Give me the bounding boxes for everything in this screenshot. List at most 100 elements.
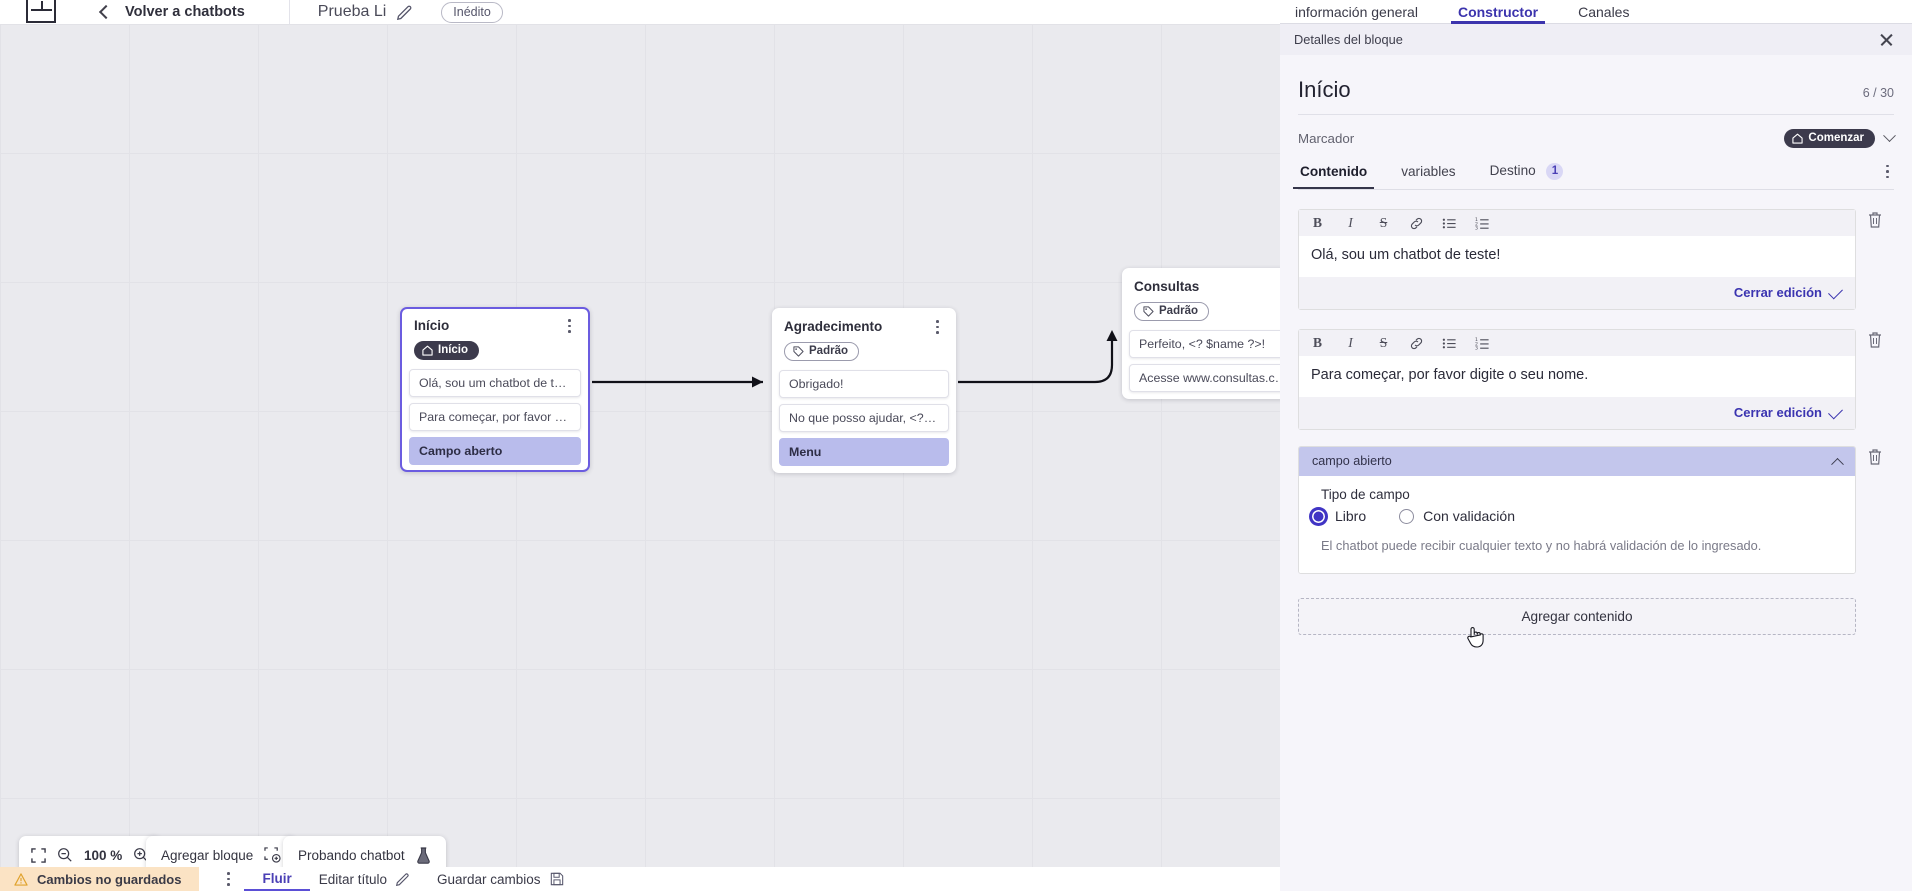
flow-node-inicio[interactable]: Início Início Olá, sou um chatbot de tes…: [400, 307, 590, 472]
fit-screen-icon[interactable]: [31, 847, 46, 863]
panel-tabs: información general Constructor Canales: [1280, 0, 1912, 24]
node-row[interactable]: Acesse www.consultas.com par...: [1129, 363, 1303, 392]
rich-text-editor[interactable]: B I S 1 2: [1298, 329, 1856, 431]
back-chevron-icon[interactable]: [98, 4, 114, 20]
status-more-options-icon[interactable]: [221, 871, 235, 887]
strikethrough-button[interactable]: S: [1379, 335, 1388, 351]
field-help-text: El chatbot puede recibir cualquier texto…: [1321, 538, 1762, 554]
tab-fluir[interactable]: Fluir: [244, 871, 311, 891]
save-changes-button[interactable]: Guardar cambios: [437, 872, 564, 887]
trash-icon[interactable]: [1867, 448, 1883, 466]
rich-text-editor[interactable]: B I S 1 2: [1298, 209, 1856, 311]
bold-button[interactable]: B: [1312, 215, 1322, 230]
add-block-icon: [264, 847, 281, 863]
tab-destino-label: Destino: [1489, 163, 1536, 178]
content-tabs: Contenido variables Destino 1: [1292, 160, 1894, 190]
radio-con-validacion-label: Con validación: [1423, 508, 1515, 525]
pencil-icon[interactable]: [397, 4, 413, 20]
unsaved-changes-indicator: Cambios no guardados: [0, 867, 200, 891]
node-tag-default[interactable]: Padrão: [784, 342, 859, 361]
marker-value-group: Comenzar: [1784, 129, 1896, 148]
check-icon: [1829, 409, 1842, 417]
node-row[interactable]: No que posso ajudar, <? $name ...: [779, 403, 949, 432]
message-card: B I S 1 2: [1298, 329, 1894, 431]
close-edit-button[interactable]: Cerrar edición: [1733, 405, 1822, 421]
svg-text:3: 3: [1475, 345, 1478, 350]
edit-title-button[interactable]: Editar título: [319, 872, 410, 887]
tab-destino[interactable]: Destino 1: [1488, 163, 1566, 189]
message-card: B I S 1 2: [1298, 209, 1894, 311]
tab-variables[interactable]: variables: [1399, 164, 1457, 188]
node-tag-start[interactable]: Início: [414, 341, 480, 360]
content-more-options-icon[interactable]: [1880, 164, 1894, 180]
tab-fluir-label: Fluir: [262, 871, 292, 886]
zoom-out-icon[interactable]: [57, 847, 73, 863]
character-counter: 6 / 30: [1862, 86, 1894, 100]
node-row[interactable]: Olá, sou um chatbot de teste!: [409, 368, 581, 397]
close-icon[interactable]: [1879, 32, 1894, 47]
radio-indicator: [1311, 508, 1326, 524]
svg-text:1: 1: [1475, 337, 1478, 343]
marker-badge[interactable]: Comenzar: [1784, 129, 1875, 148]
bold-button[interactable]: B: [1312, 335, 1322, 351]
radio-con-validacion[interactable]: Con validación: [1399, 508, 1515, 524]
node-row[interactable]: Campo aberto: [409, 436, 581, 465]
delete-card-wrapper: [1856, 209, 1894, 229]
format-toolbar: B I S 1 2: [1299, 210, 1855, 236]
node-title: Início: [414, 318, 450, 333]
node-row[interactable]: Obrigado!: [779, 369, 949, 398]
add-block-button[interactable]: Agregar bloque: [146, 836, 297, 867]
flow-node-consultas[interactable]: Consultas Padrão Perfeito, <? $name ?>! …: [1122, 268, 1310, 399]
node-tag-default[interactable]: Padrão: [1134, 302, 1209, 321]
add-content-button[interactable]: Agregar contenido: [1298, 597, 1856, 635]
trash-icon[interactable]: [1867, 331, 1883, 349]
link-icon[interactable]: [1409, 336, 1424, 351]
close-edit-button[interactable]: Cerrar edición: [1733, 285, 1822, 301]
check-icon: [1829, 289, 1842, 297]
flask-icon: [416, 846, 430, 864]
open-field-header[interactable]: campo abierto: [1299, 447, 1855, 477]
app-logo-icon[interactable]: [26, 0, 56, 23]
save-changes-label: Guardar cambios: [437, 871, 541, 887]
message-text[interactable]: Para começar, por favor digite o seu nom…: [1299, 356, 1855, 398]
svg-text:3: 3: [1475, 225, 1478, 230]
tab-informacion-general[interactable]: información general: [1295, 3, 1418, 20]
tag-icon: [1143, 305, 1154, 317]
tab-contenido[interactable]: Contenido: [1292, 164, 1375, 189]
back-to-chatbots-link[interactable]: Volver a chatbots: [125, 4, 245, 20]
node-tag-row: Padrão: [1122, 295, 1310, 324]
format-toolbar: B I S 1 2: [1299, 330, 1855, 357]
test-chatbot-label: Probando chatbot: [298, 847, 405, 863]
numbered-list-icon[interactable]: 1 2 3: [1475, 336, 1490, 351]
tab-canales[interactable]: Canales: [1578, 3, 1630, 20]
node-row[interactable]: Menu: [779, 437, 949, 466]
chatbot-title: Prueba Li: [317, 3, 387, 20]
trash-icon[interactable]: [1867, 211, 1883, 229]
destino-count-badge: 1: [1546, 163, 1564, 180]
flow-node-agradecimento[interactable]: Agradecimento Padrão Obrigado! No que po…: [772, 308, 956, 473]
home-icon: [1792, 133, 1804, 144]
node-row[interactable]: Perfeito, <? $name ?>!: [1129, 329, 1303, 358]
chevron-down-icon[interactable]: [1883, 129, 1896, 143]
message-text[interactable]: Olá, sou um chatbot de teste!: [1299, 236, 1855, 278]
numbered-list-icon[interactable]: 1 2 3: [1475, 216, 1490, 231]
tab-constructor[interactable]: Constructor: [1450, 0, 1546, 24]
zoom-level-label: 100 %: [84, 847, 123, 863]
radio-libro[interactable]: Libro: [1311, 508, 1366, 524]
node-tag-label: Padrão: [809, 345, 848, 357]
chevron-up-icon[interactable]: [1831, 457, 1844, 471]
italic-button[interactable]: I: [1348, 215, 1353, 230]
svg-text:2: 2: [1475, 221, 1478, 227]
bullet-list-icon[interactable]: [1442, 336, 1457, 351]
italic-button[interactable]: I: [1348, 335, 1353, 351]
bullet-list-icon[interactable]: [1442, 216, 1457, 231]
node-row[interactable]: Para começar, por favor digite o ...: [409, 402, 581, 431]
link-icon[interactable]: [1409, 216, 1424, 231]
test-chatbot-button[interactable]: Probando chatbot: [283, 836, 446, 867]
node-menu-icon[interactable]: [930, 319, 944, 335]
node-menu-icon[interactable]: [562, 318, 576, 334]
strikethrough-button[interactable]: S: [1379, 215, 1388, 230]
add-content-label: Agregar contenido: [1521, 608, 1633, 624]
open-field-body: Tipo de campo Libro Con validación E: [1299, 476, 1855, 573]
zoom-toolbar: 100 %: [19, 836, 162, 867]
